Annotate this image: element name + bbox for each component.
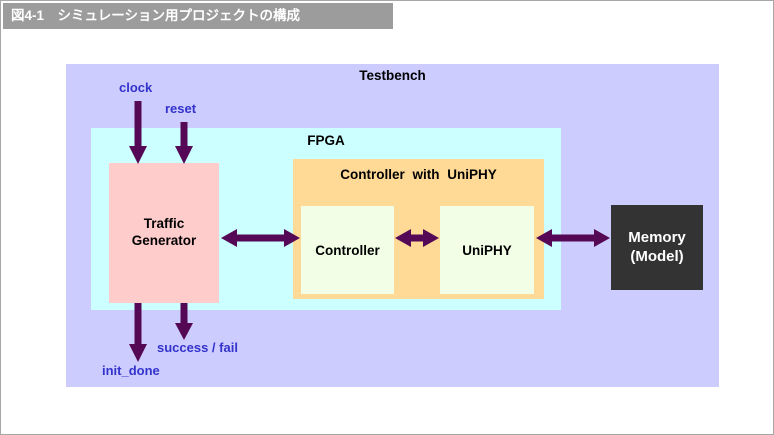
fpga-box: FPGA Traffic Generator Controller with U… <box>91 128 561 310</box>
reset-signal-label: reset <box>165 101 197 116</box>
controller-box: Controller <box>301 206 394 294</box>
testbench-label: Testbench <box>359 68 426 83</box>
figure-title: 図4-1 シミュレーション用プロジェクトの構成 <box>11 8 300 23</box>
testbench-box: Testbench FPGA Traffic Generator Control… <box>66 64 719 387</box>
memory-model-box: Memory (Model) <box>611 205 703 290</box>
fpga-label: FPGA <box>307 133 345 148</box>
traffic-generator-box: Traffic Generator <box>109 163 219 303</box>
success-fail-signal-label: success / fail <box>157 340 238 355</box>
init-done-signal-label: init_done <box>102 363 160 378</box>
controller-with-uniphy-label: Controller with UniPHY <box>340 167 497 182</box>
uniphy-box: UniPHY <box>440 206 534 294</box>
figure-title-bar: 図4-1 シミュレーション用プロジェクトの構成 <box>3 3 393 29</box>
clock-signal-label: clock <box>119 80 153 95</box>
controller-with-uniphy-box: Controller with UniPHY Controller UniPHY <box>293 159 544 299</box>
